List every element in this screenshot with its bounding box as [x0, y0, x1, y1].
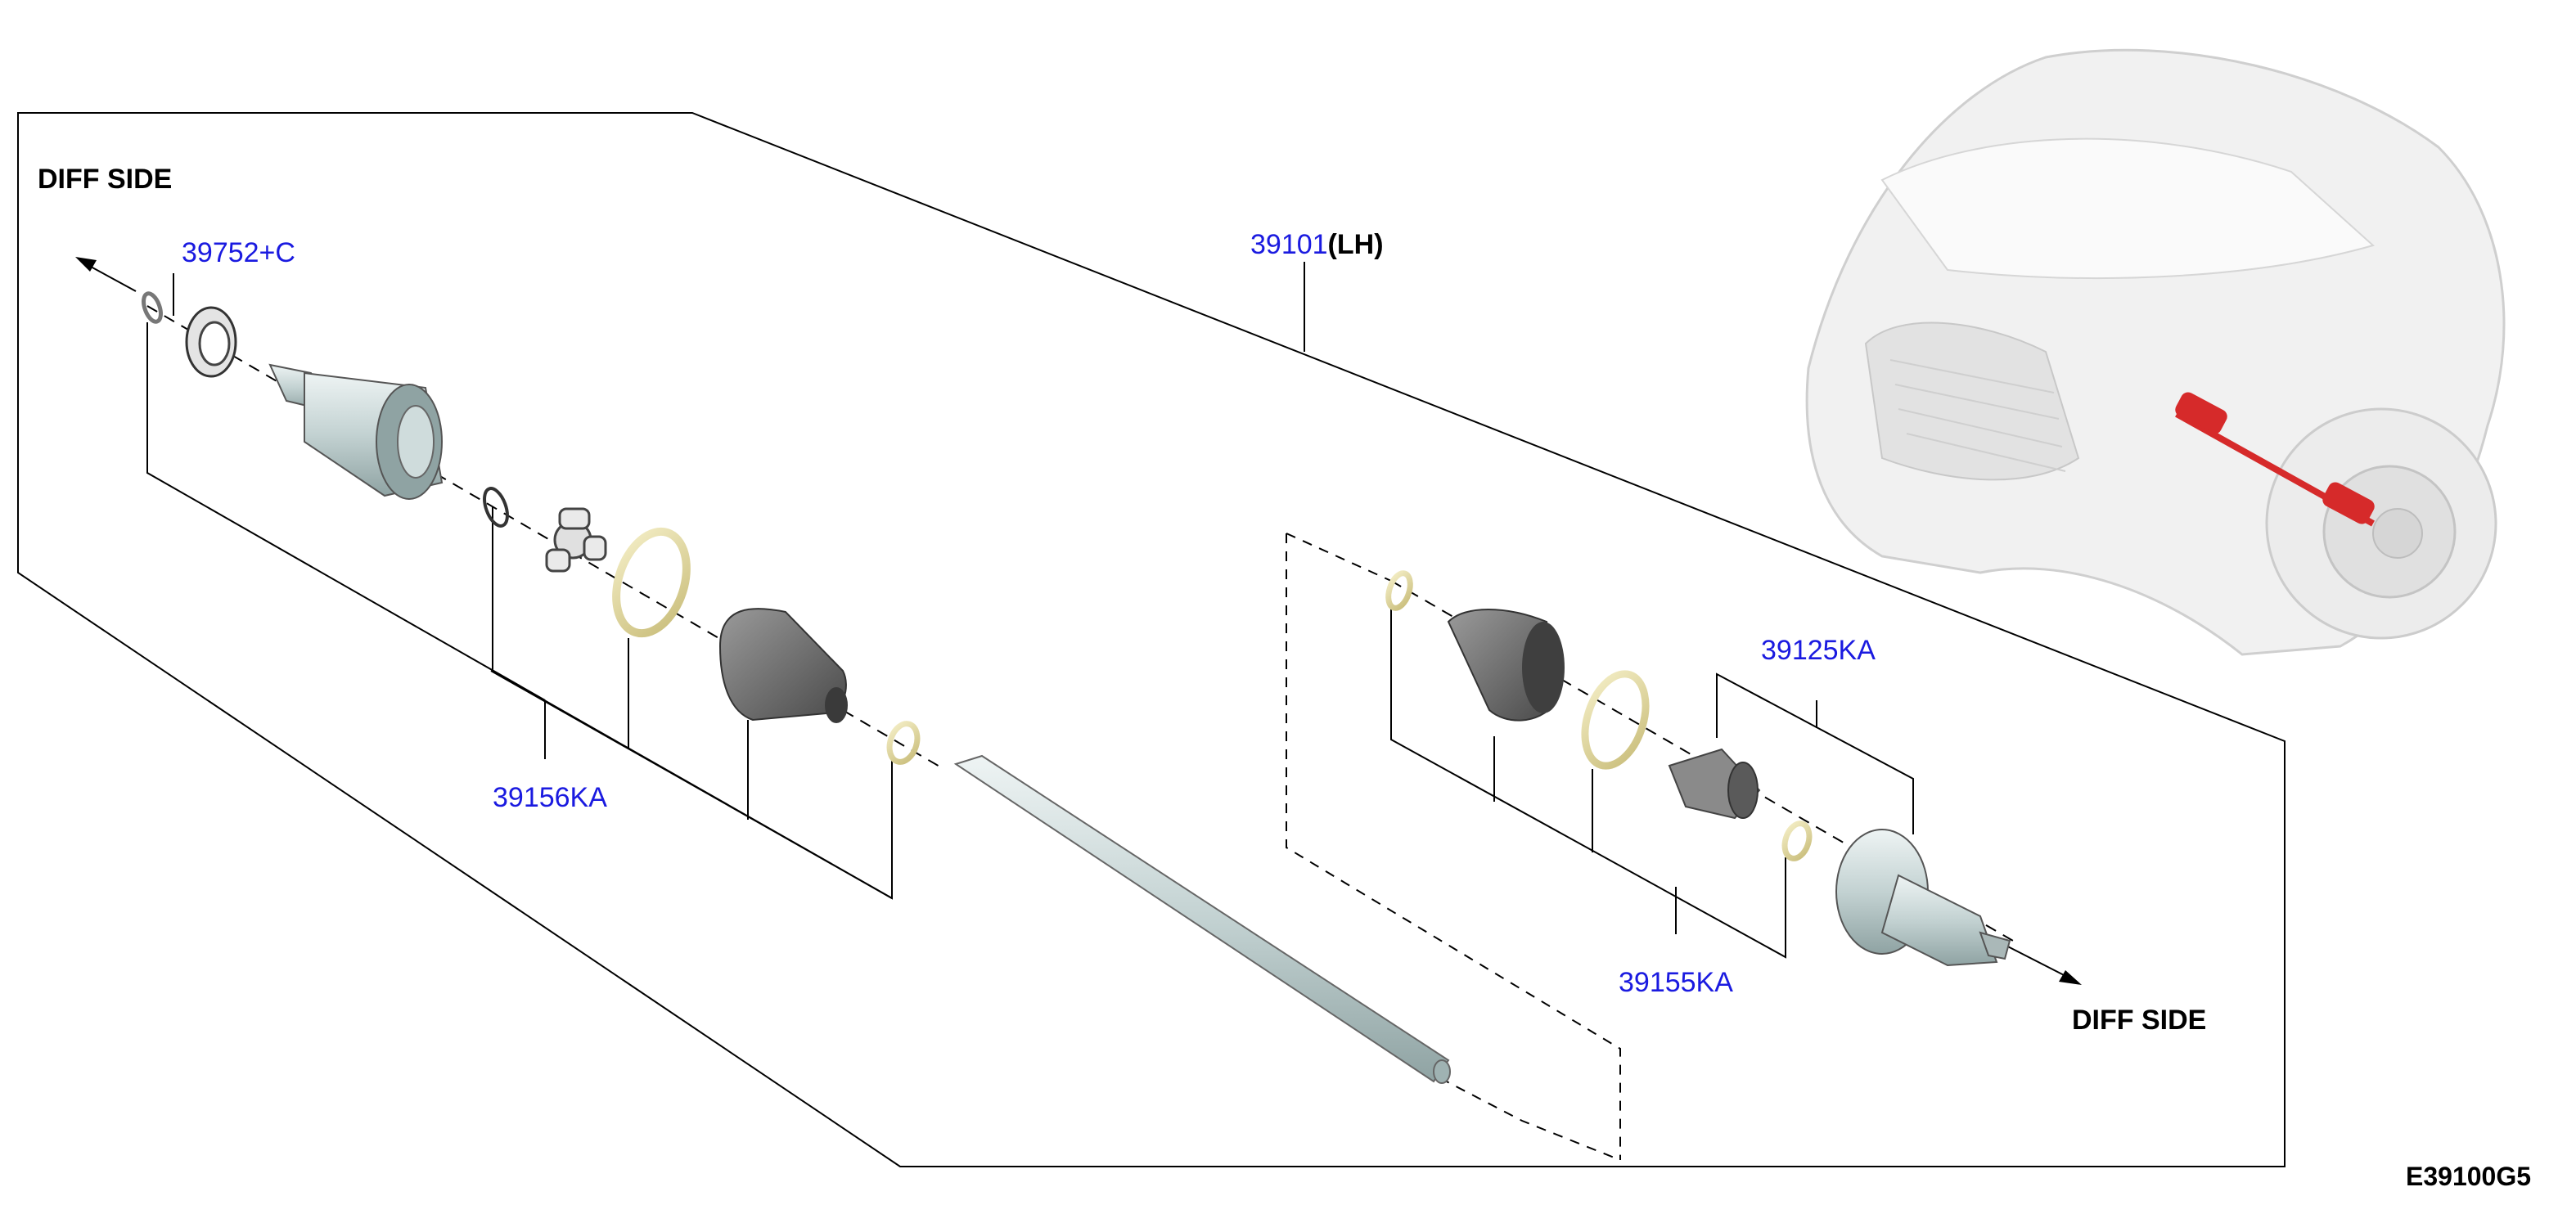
circlip-left — [483, 487, 509, 528]
band-clamp-right-mid — [1781, 821, 1813, 861]
highlighted-drive-shaft — [2175, 392, 2375, 527]
diff-side-label-left: DIFF SIDE — [38, 164, 173, 195]
snap-ring-left — [142, 291, 163, 324]
axis-line-left — [146, 305, 942, 768]
drive-shaft — [953, 754, 1451, 1084]
boot-right — [1447, 609, 1565, 722]
part-link-39101[interactable]: 39101 — [1250, 229, 1328, 260]
part-link-39156[interactable]: 39156KA — [493, 782, 607, 813]
joint-housing-left — [268, 363, 444, 500]
arrow-right-shaft — [1996, 940, 2071, 979]
part-39101-suffix: (LH) — [1327, 229, 1384, 260]
leader-39155 — [1390, 609, 1786, 959]
diff-side-label-right: DIFF SIDE — [2072, 1005, 2207, 1036]
shaft-end-dash — [1439, 1077, 1621, 1161]
part-link-39125[interactable]: 39125KA — [1761, 635, 1876, 666]
band-clamp-right-large — [1581, 670, 1650, 770]
arrow-left-head — [75, 257, 97, 272]
boot-left — [718, 608, 848, 723]
seal-39752 — [185, 306, 237, 378]
part-39101-group: 39101(LH) — [1250, 229, 1384, 261]
band-clamp-left-large — [612, 527, 691, 638]
sub-assembly-outline — [1286, 533, 1621, 1160]
tripod-joint — [545, 507, 607, 573]
dynamic-damper — [1668, 748, 1761, 820]
band-clamp-right-small — [1385, 570, 1413, 611]
sub-assembly-top — [1286, 533, 1392, 582]
band-clamp-left-small — [886, 721, 921, 765]
vehicle-inset — [1805, 48, 2506, 656]
arrow-right-head — [2059, 970, 2082, 985]
outer-cv-joint — [1835, 829, 2011, 967]
diagram-code: E39100G5 — [2406, 1162, 2532, 1191]
part-link-39155[interactable]: 39155KA — [1619, 967, 1733, 998]
leader-39125 — [1716, 672, 1914, 834]
part-link-39752[interactable]: 39752+C — [182, 237, 295, 268]
leader-39156 — [146, 322, 893, 900]
assembly-outline — [17, 112, 2286, 1167]
